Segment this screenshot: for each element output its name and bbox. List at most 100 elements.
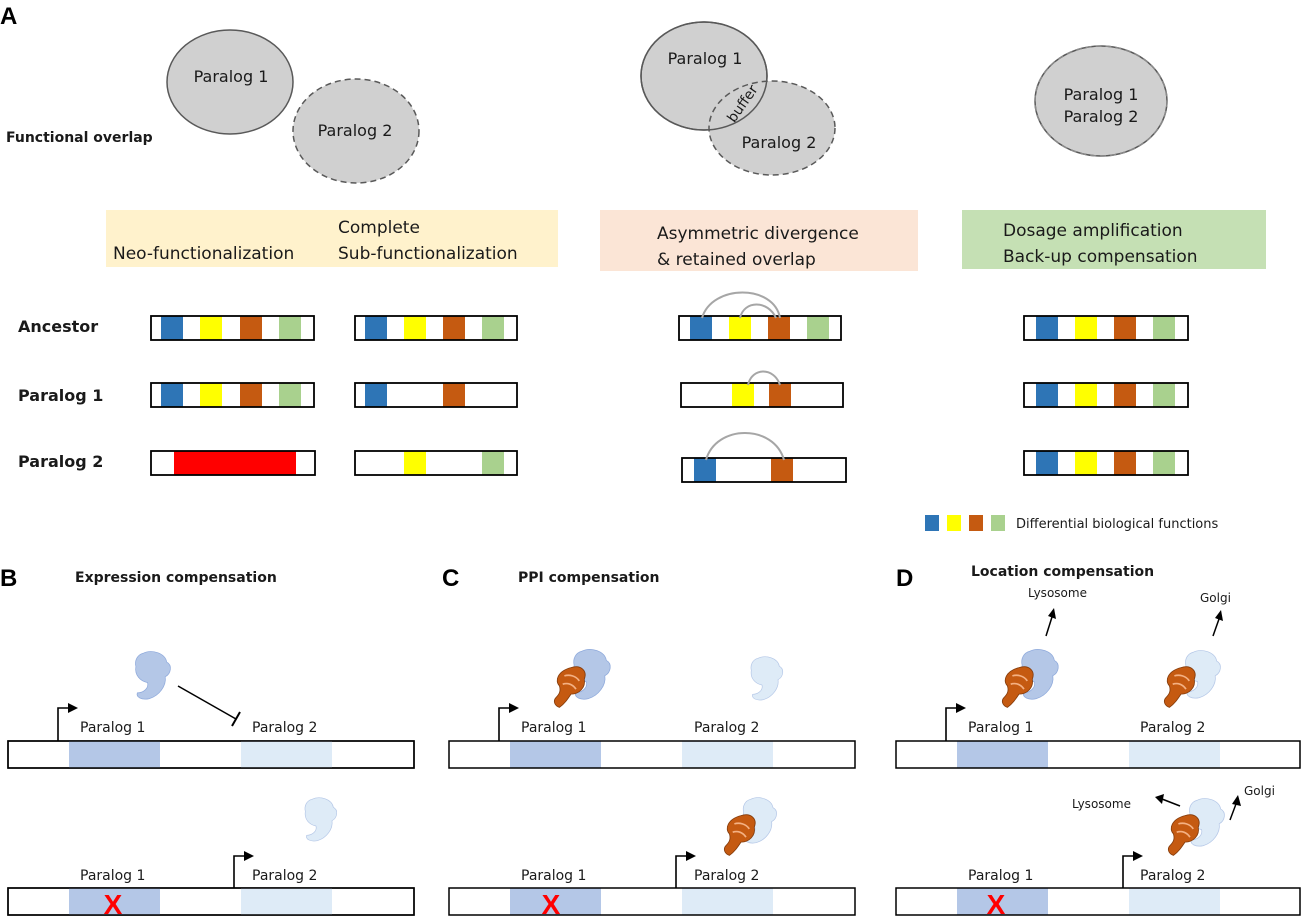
b-inhibition-bar <box>231 711 241 727</box>
b-bottom-gene-paralog2 <box>241 888 332 915</box>
c-bottom-chromosome <box>449 888 855 915</box>
d-bottom-golgi-arrowhead <box>1232 795 1241 806</box>
gene-bar-background <box>681 383 843 407</box>
d-bottom-chromosome <box>896 888 1300 915</box>
venn3-paralog2-circle <box>1034 45 1168 157</box>
gene-bar-neo-paralog1 <box>150 382 315 408</box>
b-top-paralog1-label: Paralog 1 <box>80 720 145 736</box>
domain-segment-yellow <box>404 316 426 340</box>
c-bottom-gene-paralog1 <box>510 888 601 915</box>
venn-partial: Paralog 1 Paralog 2 buffer <box>640 21 836 176</box>
gene-bar-outline <box>150 450 316 476</box>
domain-segment-green <box>482 451 504 475</box>
gene-bar-dosage-paralog2 <box>1023 450 1189 476</box>
domain-segment-yellow <box>1075 383 1097 407</box>
d-bottom-promoter-arrowhead <box>1133 851 1143 861</box>
panel-label-b: B <box>0 565 17 592</box>
domain-segment-orange <box>1114 316 1136 340</box>
c-top-gene-paralog2 <box>682 741 773 768</box>
dosage-label-line1: Dosage amplification <box>1003 221 1183 241</box>
arc-ancestor-yellow-orange <box>739 303 777 319</box>
c-top-gene-paralog1 <box>510 741 601 768</box>
b-top-promoter-arrowhead <box>68 703 78 713</box>
b-top-paralog2-label: Paralog 2 <box>252 720 317 736</box>
b-bottom-paralog2-label: Paralog 2 <box>252 868 317 884</box>
c-bottom-paralog2-label: Paralog 2 <box>694 868 759 884</box>
gene-bar-dosage-ancestor <box>1023 315 1189 341</box>
domain-segment-blue <box>1036 383 1058 407</box>
venn3-paralog1-label: Paralog 1 <box>1064 85 1139 104</box>
gene-bar-sub-ancestor <box>354 315 518 341</box>
dosage-box <box>962 210 1266 269</box>
gene-bar-sub-paralog1 <box>354 382 518 408</box>
legend-text: Differential biological functions <box>1016 517 1219 532</box>
d-top-golgi-label: Golgi <box>1200 591 1231 605</box>
d-top-chromosome-outline <box>895 740 1301 769</box>
d-top-lysosome-label: Lysosome <box>1028 586 1087 600</box>
d-bottom-gene-paralog2 <box>1129 888 1220 915</box>
d-top-golgi-arrow <box>1212 618 1220 637</box>
gene-bar-outline <box>354 382 518 408</box>
d-bottom-paralog1-label: Paralog 1 <box>968 868 1033 884</box>
d-top-promoter-arrowhead <box>956 703 966 713</box>
d-top-chromosome <box>896 741 1300 768</box>
gene-bar-asym-paralog2 <box>681 457 847 483</box>
interaction-arcs <box>701 291 785 461</box>
sub-label-line1: Complete <box>338 218 420 238</box>
panel-c-title: PPI compensation <box>518 570 659 586</box>
venn2-paralog2-label: Paralog 2 <box>742 133 817 152</box>
b-top-promoter-arrow <box>57 707 70 741</box>
b-bottom-promoter-arrow <box>233 855 246 888</box>
gene-bar-dosage-paralog1 <box>1023 382 1189 408</box>
gene-bar-asym-ancestor <box>678 315 842 341</box>
c-bottom-gene-paralog2 <box>682 888 773 915</box>
d-top-lysosome-arrowhead <box>1048 608 1056 619</box>
b-bottom-paralog2-protein <box>304 797 338 842</box>
row-label-paralog1: Paralog 1 <box>18 386 103 405</box>
b-bottom-chromosome <box>7 887 415 916</box>
domain-segment-orange <box>771 458 793 482</box>
gene-bar-outline <box>678 315 842 341</box>
gene-bar-neo-paralog2 <box>150 450 316 476</box>
b-bottom-chromosome-outline <box>7 887 415 916</box>
d-top-partner1-protein <box>1001 665 1034 709</box>
d-bottom-chromosome-outline <box>895 887 1301 916</box>
domain-segment-orange <box>768 316 790 340</box>
venn-separate: Paralog 1 Paralog 2 <box>166 29 420 184</box>
domain-segment-orange <box>1114 383 1136 407</box>
c-top-promoter-arrow <box>498 707 511 741</box>
panel-d-title: Location compensation <box>971 564 1154 580</box>
domain-segment-yellow <box>1075 316 1097 340</box>
domain-segment-green <box>1153 383 1175 407</box>
b-bottom-paralog1-label: Paralog 1 <box>80 868 145 884</box>
d-bottom-lysosome-label: Lysosome <box>1072 797 1131 811</box>
venn2-paralog2-circle <box>708 80 836 176</box>
asym-label-line1: Asymmetric divergence <box>657 224 859 244</box>
d-bottom-paralog2-label: Paralog 2 <box>1140 868 1205 884</box>
b-top-chromosome-outline <box>7 740 415 769</box>
asym-label-line2: & retained overlap <box>657 250 816 270</box>
d-knockout-x: X <box>987 889 1006 919</box>
domain-segment-green <box>1153 451 1175 475</box>
venn1-paralog1-label: Paralog 1 <box>194 67 269 86</box>
legend-swatch-green <box>991 515 1005 531</box>
c-top-paralog2-label: Paralog 2 <box>694 720 759 736</box>
d-top-gene-paralog1 <box>957 741 1048 768</box>
c-top-chromosome-outline <box>448 740 856 769</box>
domain-segment-green <box>279 383 301 407</box>
venn2-paralog1-outline <box>640 21 768 131</box>
legend: Differential biological functions <box>925 515 1219 532</box>
domain-segment-blue <box>694 458 716 482</box>
gene-bar-neo-ancestor <box>150 315 315 341</box>
gene-bar-outline <box>354 450 518 476</box>
b-bottom-gene-paralog1 <box>69 888 160 915</box>
d-top-lysosome-arrow <box>1045 616 1053 637</box>
d-bottom-golgi-arrow <box>1229 803 1237 821</box>
asym-box <box>600 210 918 271</box>
domain-segment-blue <box>690 316 712 340</box>
legend-swatch-yellow <box>947 515 961 531</box>
venn1-paralog2-label: Paralog 2 <box>318 121 393 140</box>
b-inhibition-line <box>177 685 237 720</box>
arc-ancestor-blue-orange <box>701 291 781 319</box>
panel-label-d: D <box>896 565 913 592</box>
